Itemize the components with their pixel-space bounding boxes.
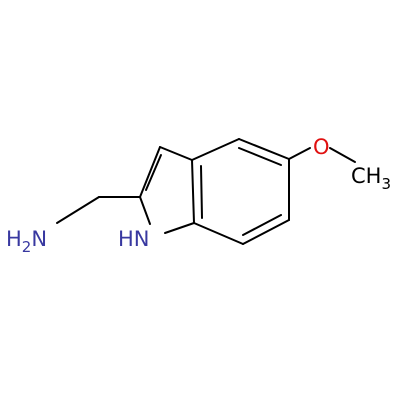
bond-c3a-c7a: [191, 159, 195, 224]
oxygen-label: O: [313, 135, 330, 159]
bond-o-ch3: [329, 147, 356, 163]
bond-ch2-nh2: [56, 196, 100, 224]
bond-c4-c5: [238, 138, 290, 160]
bond-c3a-c7a-inner: [200, 165, 203, 219]
bond-c3a-c4: [191, 138, 240, 161]
bond-c2-n1: [139, 196, 151, 225]
amine-label: H2N: [6, 227, 47, 256]
methyl-label: CH3: [351, 164, 391, 193]
bond-c2-c3-inner: [145, 154, 162, 191]
bond-c2-c3: [139, 146, 161, 198]
ring-nh-label: HN: [118, 227, 150, 251]
atom-labels: H2N HN O CH3: [6, 135, 391, 256]
bond-c3-c3a: [159, 146, 193, 161]
bond-c5-o: [288, 147, 311, 160]
bond-lines: [56, 138, 356, 245]
bond-c4-c5-inner: [238, 147, 282, 166]
bond-c6-c7: [242, 219, 290, 245]
bond-n1-c7a: [164, 222, 195, 234]
bond-c6-c7-inner: [242, 214, 282, 236]
bond-c7-c7a: [193, 222, 244, 245]
